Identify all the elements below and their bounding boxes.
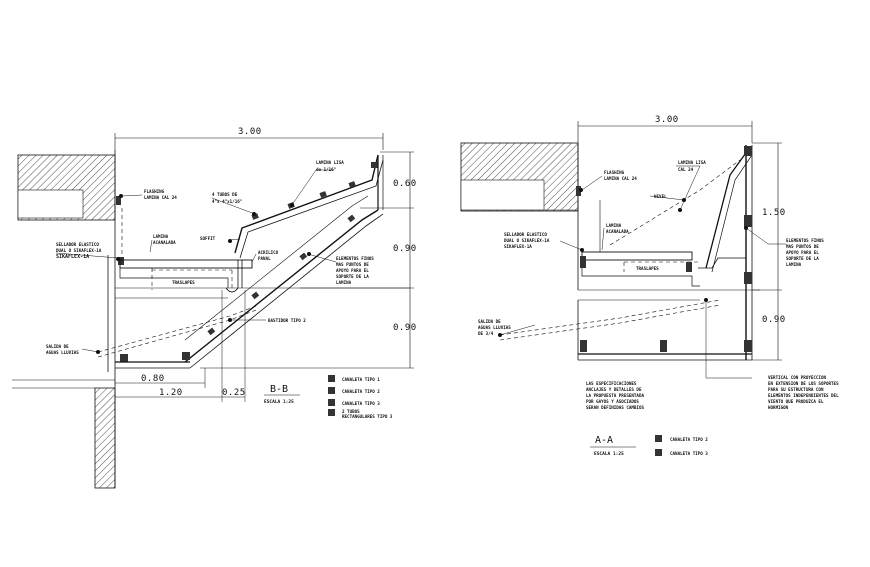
bb-dim-right-1: 0.60 (393, 179, 417, 189)
bb-note-salida-1: SALIDA DE (46, 344, 69, 349)
aa-note-salida-1: SALIDA DE (478, 319, 501, 324)
bb-scale: ESCALA 1:25 (264, 399, 294, 405)
bb-note-tubes-2: 4"x 4"x1/16" (212, 199, 243, 204)
lower-wall-bb (94, 387, 116, 489)
bb-note-lamina-acanalada-1: LAMINA (153, 234, 169, 239)
bb-note-sellador-3: SIKAFLEX-1A (56, 254, 89, 260)
aa-note-vertical-3: PARA SU ESTRUCTURA CON (768, 387, 824, 392)
bb-dim-bottom-2: 1.20 (159, 388, 183, 398)
bb-note-traslapes: TRASLAPES (172, 280, 195, 285)
aa-note-lamina-acanalada-2: ACANALADA (606, 229, 629, 234)
bb-dim-bottom-1: 0.80 (141, 374, 165, 384)
bb-note-salida-2: AGUAS LLUVIAS (46, 350, 79, 355)
section-aa: 3.00 1.50 0.90 (460, 115, 839, 457)
aa-note-traslapes: TRASLAPES (636, 266, 659, 271)
aa-note-salida-3: DE 3/4 (478, 331, 494, 336)
bb-note-soffit: SOFFIT (200, 236, 216, 241)
aa-note-lamina-acanalada-1: LAMINA (606, 223, 622, 228)
bb-legend-1: CANALETA TIPO 1 (342, 377, 380, 382)
aa-note-elementos-1: ELEMENTOS FINOS (786, 238, 824, 243)
aa-dim-right-2: 0.90 (762, 315, 786, 325)
aa-note-lamina-lisa-1: LAMINA LISA (678, 160, 706, 165)
aa-note-vertical-6: HORMIGON (768, 405, 789, 410)
aa-note-general-5: SERAN DEFINIDAS CAMBIOS (586, 405, 644, 410)
bb-note-bastidor: BASTIDOR TIPO 2 (268, 318, 306, 323)
bb-note-elementos-2: MAS PUNTOS DE (336, 262, 369, 267)
bb-top-dim: 3.00 (238, 127, 262, 137)
bb-note-acrilico-1: ACRILICO (258, 250, 279, 255)
aa-note-elementos-5: LAMINA (786, 262, 802, 267)
aa-note-elementos-3: APOYO PARA EL (786, 250, 819, 255)
bb-dim-bottom-3: 0.25 (222, 388, 246, 398)
bb-legend: CANALETA TIPO 1 CANALETA TIPO 2 CANALETA… (328, 375, 393, 419)
bb-note-flashing-2: LAMINA CAL 24 (144, 195, 177, 200)
bb-note-lamina-acanalada-2: ACANALADA (153, 240, 176, 245)
bb-note-flashing-1: FLASHING (144, 189, 165, 194)
aa-top-dim: 3.00 (655, 115, 679, 125)
aa-note-sellador-3: SIKAFLEX-1A (504, 244, 532, 249)
aa-legend-2: CANALETA TIPO 3 (670, 451, 708, 456)
bb-dim-right-2: 0.90 (393, 244, 417, 254)
bb-note-elementos-3: APOYO PARA EL (336, 268, 369, 273)
aa-note-vertical-2: EN EXTENSION DE LOS SOPORTES (768, 381, 839, 386)
bb-note-elementos-1: ELEMENTOS FINOS (336, 256, 374, 261)
bb-legend-5: RECTANGULARES TIPO 3 (342, 414, 393, 419)
aa-note-general-2: ANCLAJES Y DETALLES DE (586, 387, 642, 392)
section-bb: 3.00 0.60 0.90 0.90 0.80 1.20 0.25 (12, 127, 417, 489)
aa-legend-1: CANALETA TIPO 2 (670, 437, 708, 442)
aa-scale: ESCALA 1:25 (594, 451, 624, 457)
bb-note-elementos-4: SOPORTE DE LA (336, 274, 369, 279)
aa-note-general-3: LA PROPUESTA PRESENTADA (586, 393, 644, 398)
aa-title: A-A (595, 435, 613, 446)
bb-dim-right-3: 0.90 (393, 323, 417, 333)
aa-note-vertical-5: VIENTO QUE PRODUZCA EL (768, 399, 824, 404)
bb-legend-2: CANALETA TIPO 2 (342, 389, 380, 394)
aa-note-lamina-lisa-2: CAL 24 (678, 167, 694, 172)
aa-note-flashing-1: FLASHING (604, 170, 625, 175)
aa-canopy-structure (499, 145, 753, 361)
bb-legend-4: 2 TUBOS (342, 409, 360, 414)
bb-note-lamina-lisa-2: de 1/16" (316, 167, 337, 172)
aa-legend: CANALETA TIPO 2 CANALETA TIPO 3 (655, 435, 708, 456)
aa-note-sellador-2: DUAL O SIKAFLEX-1A (504, 238, 550, 243)
aa-note-vertical-4: ELEMENTOS INDEPENDIENTES DEL (768, 393, 839, 398)
aa-note-salida-2: AGUAS LLUVIAS (478, 325, 511, 330)
aa-note-general-1: LAS ESPECIFICACIONES (586, 381, 637, 386)
bb-legend-3: CANALETA TIPO 3 (342, 401, 380, 406)
aa-note-general-4: POR GAYOS Y ASOCIADOS (586, 399, 639, 404)
bb-note-sellador-2: DUAL O SIKAFLEX-1A (56, 248, 102, 253)
aa-note-sellador-1: SELLADOR ELASTICO (504, 232, 547, 237)
aa-note-vertical-1: VERTICAL CON PROYECCION (768, 375, 826, 380)
aa-dim-right-1: 1.50 (762, 208, 786, 218)
bb-note-tubes-1: 4 TUBOS DE (212, 192, 238, 197)
bb-note-sellador-1: SELLADOR ELASTICO (56, 242, 99, 247)
aa-note-nivel: NIVEL (654, 194, 667, 199)
aa-note-elementos-4: SOPORTE DE LA (786, 256, 819, 261)
bb-note-elementos-5: LAMINA (336, 280, 352, 285)
bb-canopy-structure (97, 154, 384, 369)
bb-note-lamina-lisa-1: LAMINA LISA (316, 160, 344, 165)
aa-note-elementos-2: MAS PUNTOS DE (786, 244, 819, 249)
aa-note-flashing-2: LAMINA CAL 24 (604, 176, 637, 181)
bb-note-acrilico-2: PANAL (258, 256, 271, 261)
bb-title: B-B (270, 384, 288, 395)
